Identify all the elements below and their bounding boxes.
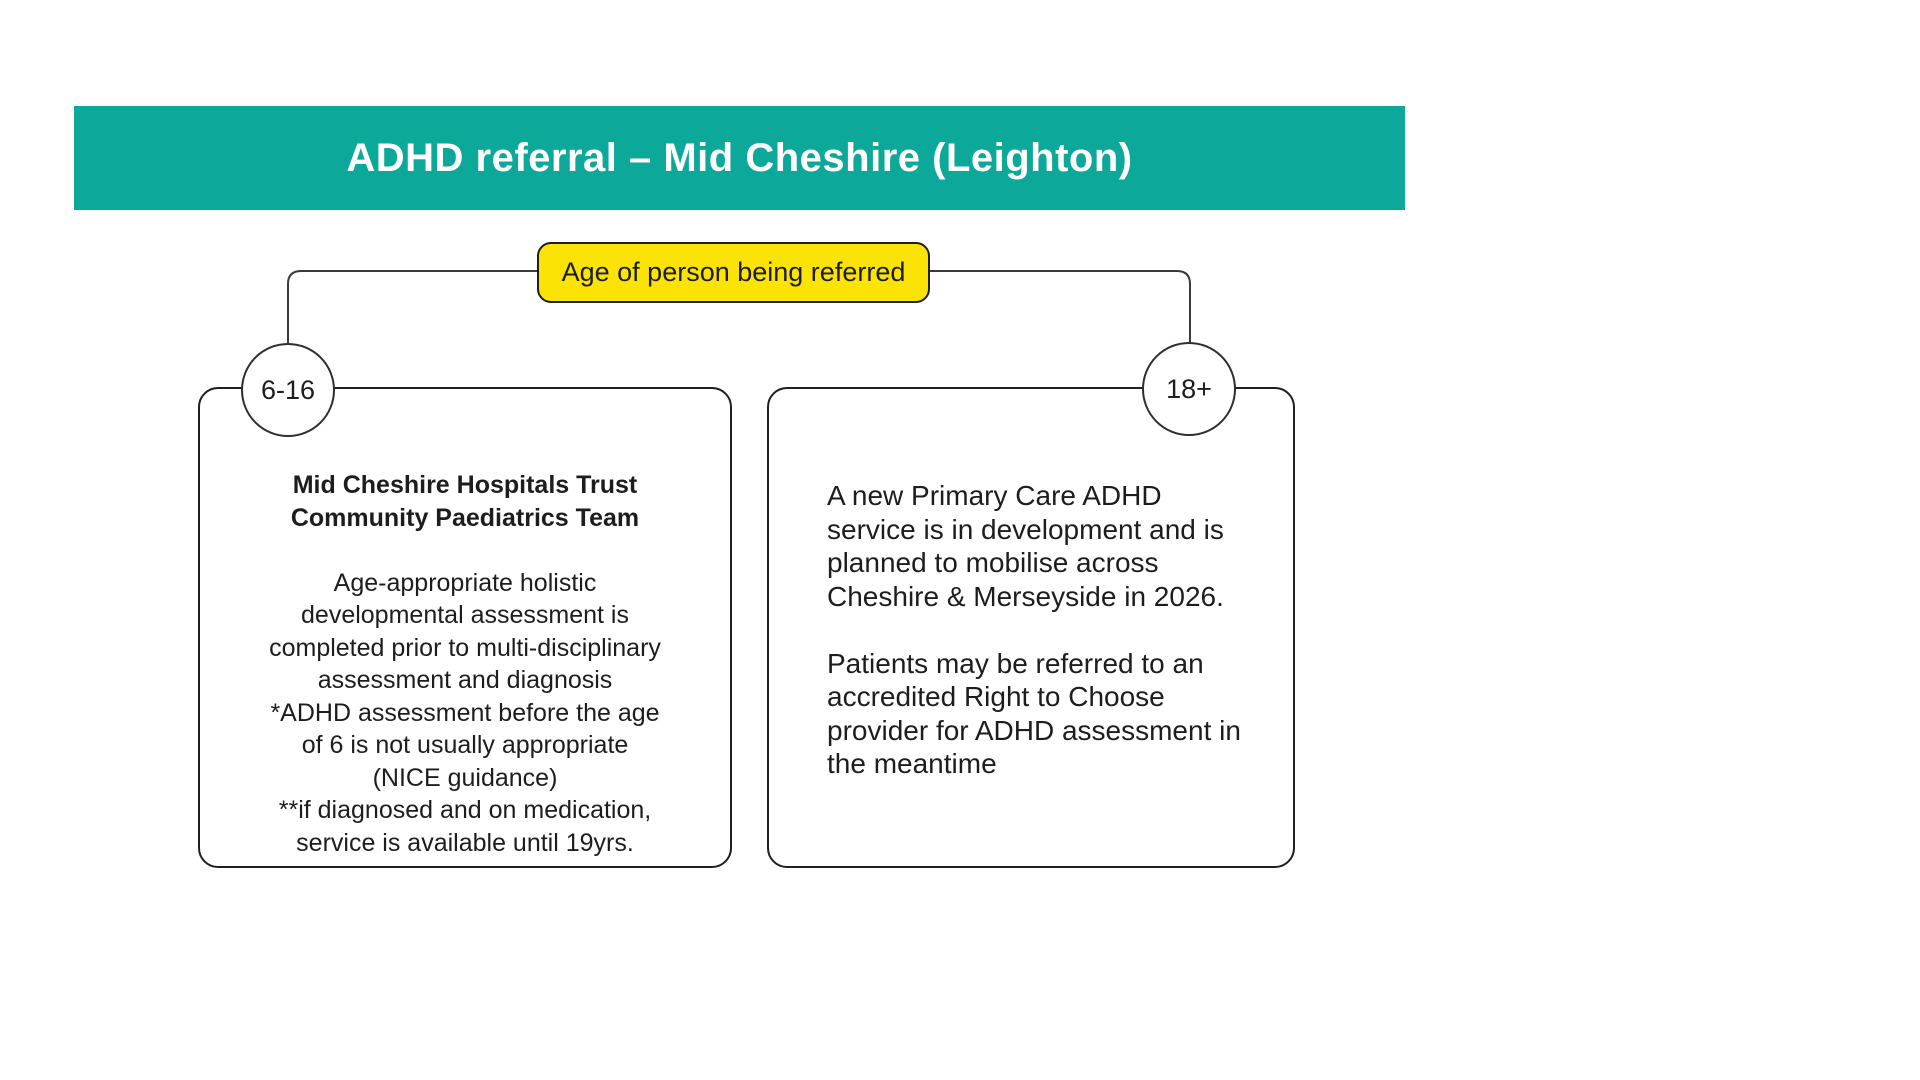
- branch-box-6-16: Mid Cheshire Hospitals Trust Community P…: [198, 387, 732, 868]
- header-banner: ADHD referral – Mid Cheshire (Leighton): [74, 106, 1405, 210]
- age-label: 18+: [1166, 373, 1212, 404]
- branch-heading: Mid Cheshire Hospitals Trust Community P…: [290, 471, 640, 532]
- decision-node-age: Age of person being referred: [537, 242, 930, 303]
- branch-circle-6-16: 6-16: [241, 343, 335, 437]
- branch-body: Age-appropriate holistic developmental a…: [269, 568, 661, 857]
- age-label: 6-16: [260, 374, 316, 405]
- branch-circle-18plus: 18+: [1142, 342, 1236, 436]
- branch-body: A new Primary Care ADHD service is in de…: [827, 480, 1241, 779]
- page-title: ADHD referral – Mid Cheshire (Leighton): [346, 135, 1133, 180]
- branch-box-18plus: A new Primary Care ADHD service is in de…: [767, 387, 1295, 868]
- decision-label: Age of person being referred: [561, 257, 906, 287]
